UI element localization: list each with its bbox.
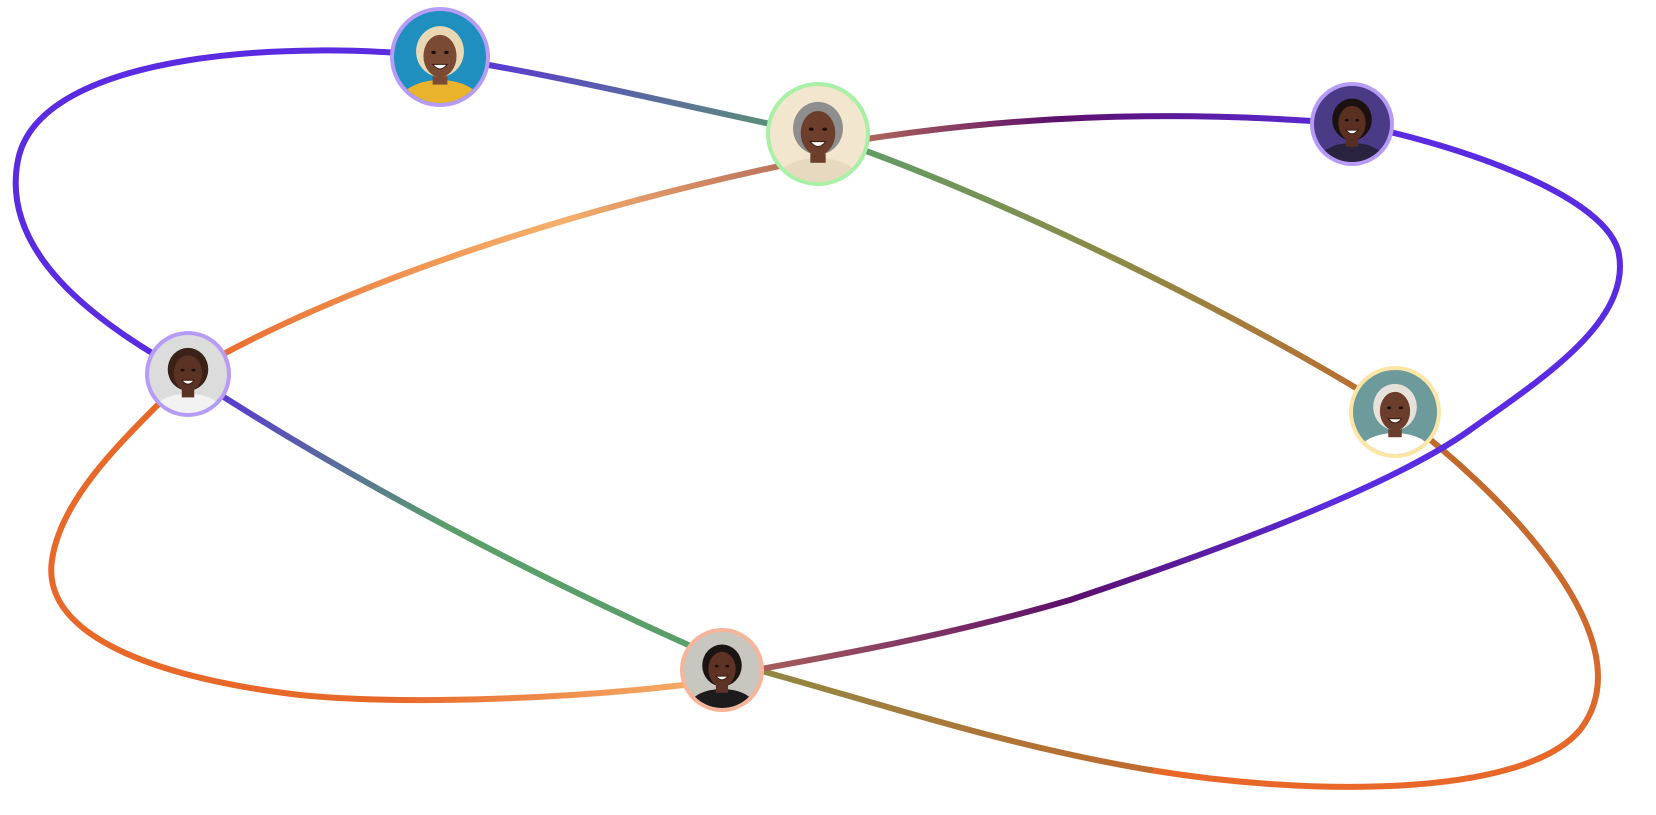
orbit-path-violet-left — [12, 47, 443, 377]
orbit-path-green-brown — [815, 131, 1398, 415]
avatar-photo — [1353, 370, 1437, 454]
avatar-photo — [684, 632, 760, 708]
orbit-path-orange-right-loop — [1147, 409, 1601, 790]
orbit-path-violet-right-loop — [1067, 121, 1623, 603]
orbit-path-blue-green-diagonal — [185, 371, 725, 663]
avatar-elder-woman-gray-afro[interactable] — [766, 82, 870, 201]
orbit-path-dark-purple-top — [857, 113, 1355, 143]
orbit-path-orange-peach-rise — [185, 155, 821, 377]
avatar-photo — [770, 86, 866, 182]
avatar-woman-short-blonde-hair[interactable] — [390, 7, 490, 121]
avatar-bald-man-smiling[interactable] — [145, 331, 231, 429]
avatar-young-woman-curly-hair[interactable] — [1310, 82, 1394, 177]
avatar-photo — [1314, 86, 1390, 162]
avatar-group — [145, 7, 1441, 723]
avatar-elder-man-white-beard[interactable] — [1349, 366, 1441, 471]
avatar-photo — [149, 335, 227, 413]
orbit-path-purple-green — [437, 54, 821, 137]
orbit-path-orange-left-loop — [48, 371, 725, 703]
avatar-woman-laughing-dark-hair[interactable] — [680, 628, 764, 723]
avatar-photo — [394, 11, 486, 103]
orbit-path-purple-mauve-bottom — [719, 597, 1073, 679]
orbit-lines — [12, 47, 1623, 790]
orbit-path-brown-olive-bottom — [719, 657, 1153, 773]
